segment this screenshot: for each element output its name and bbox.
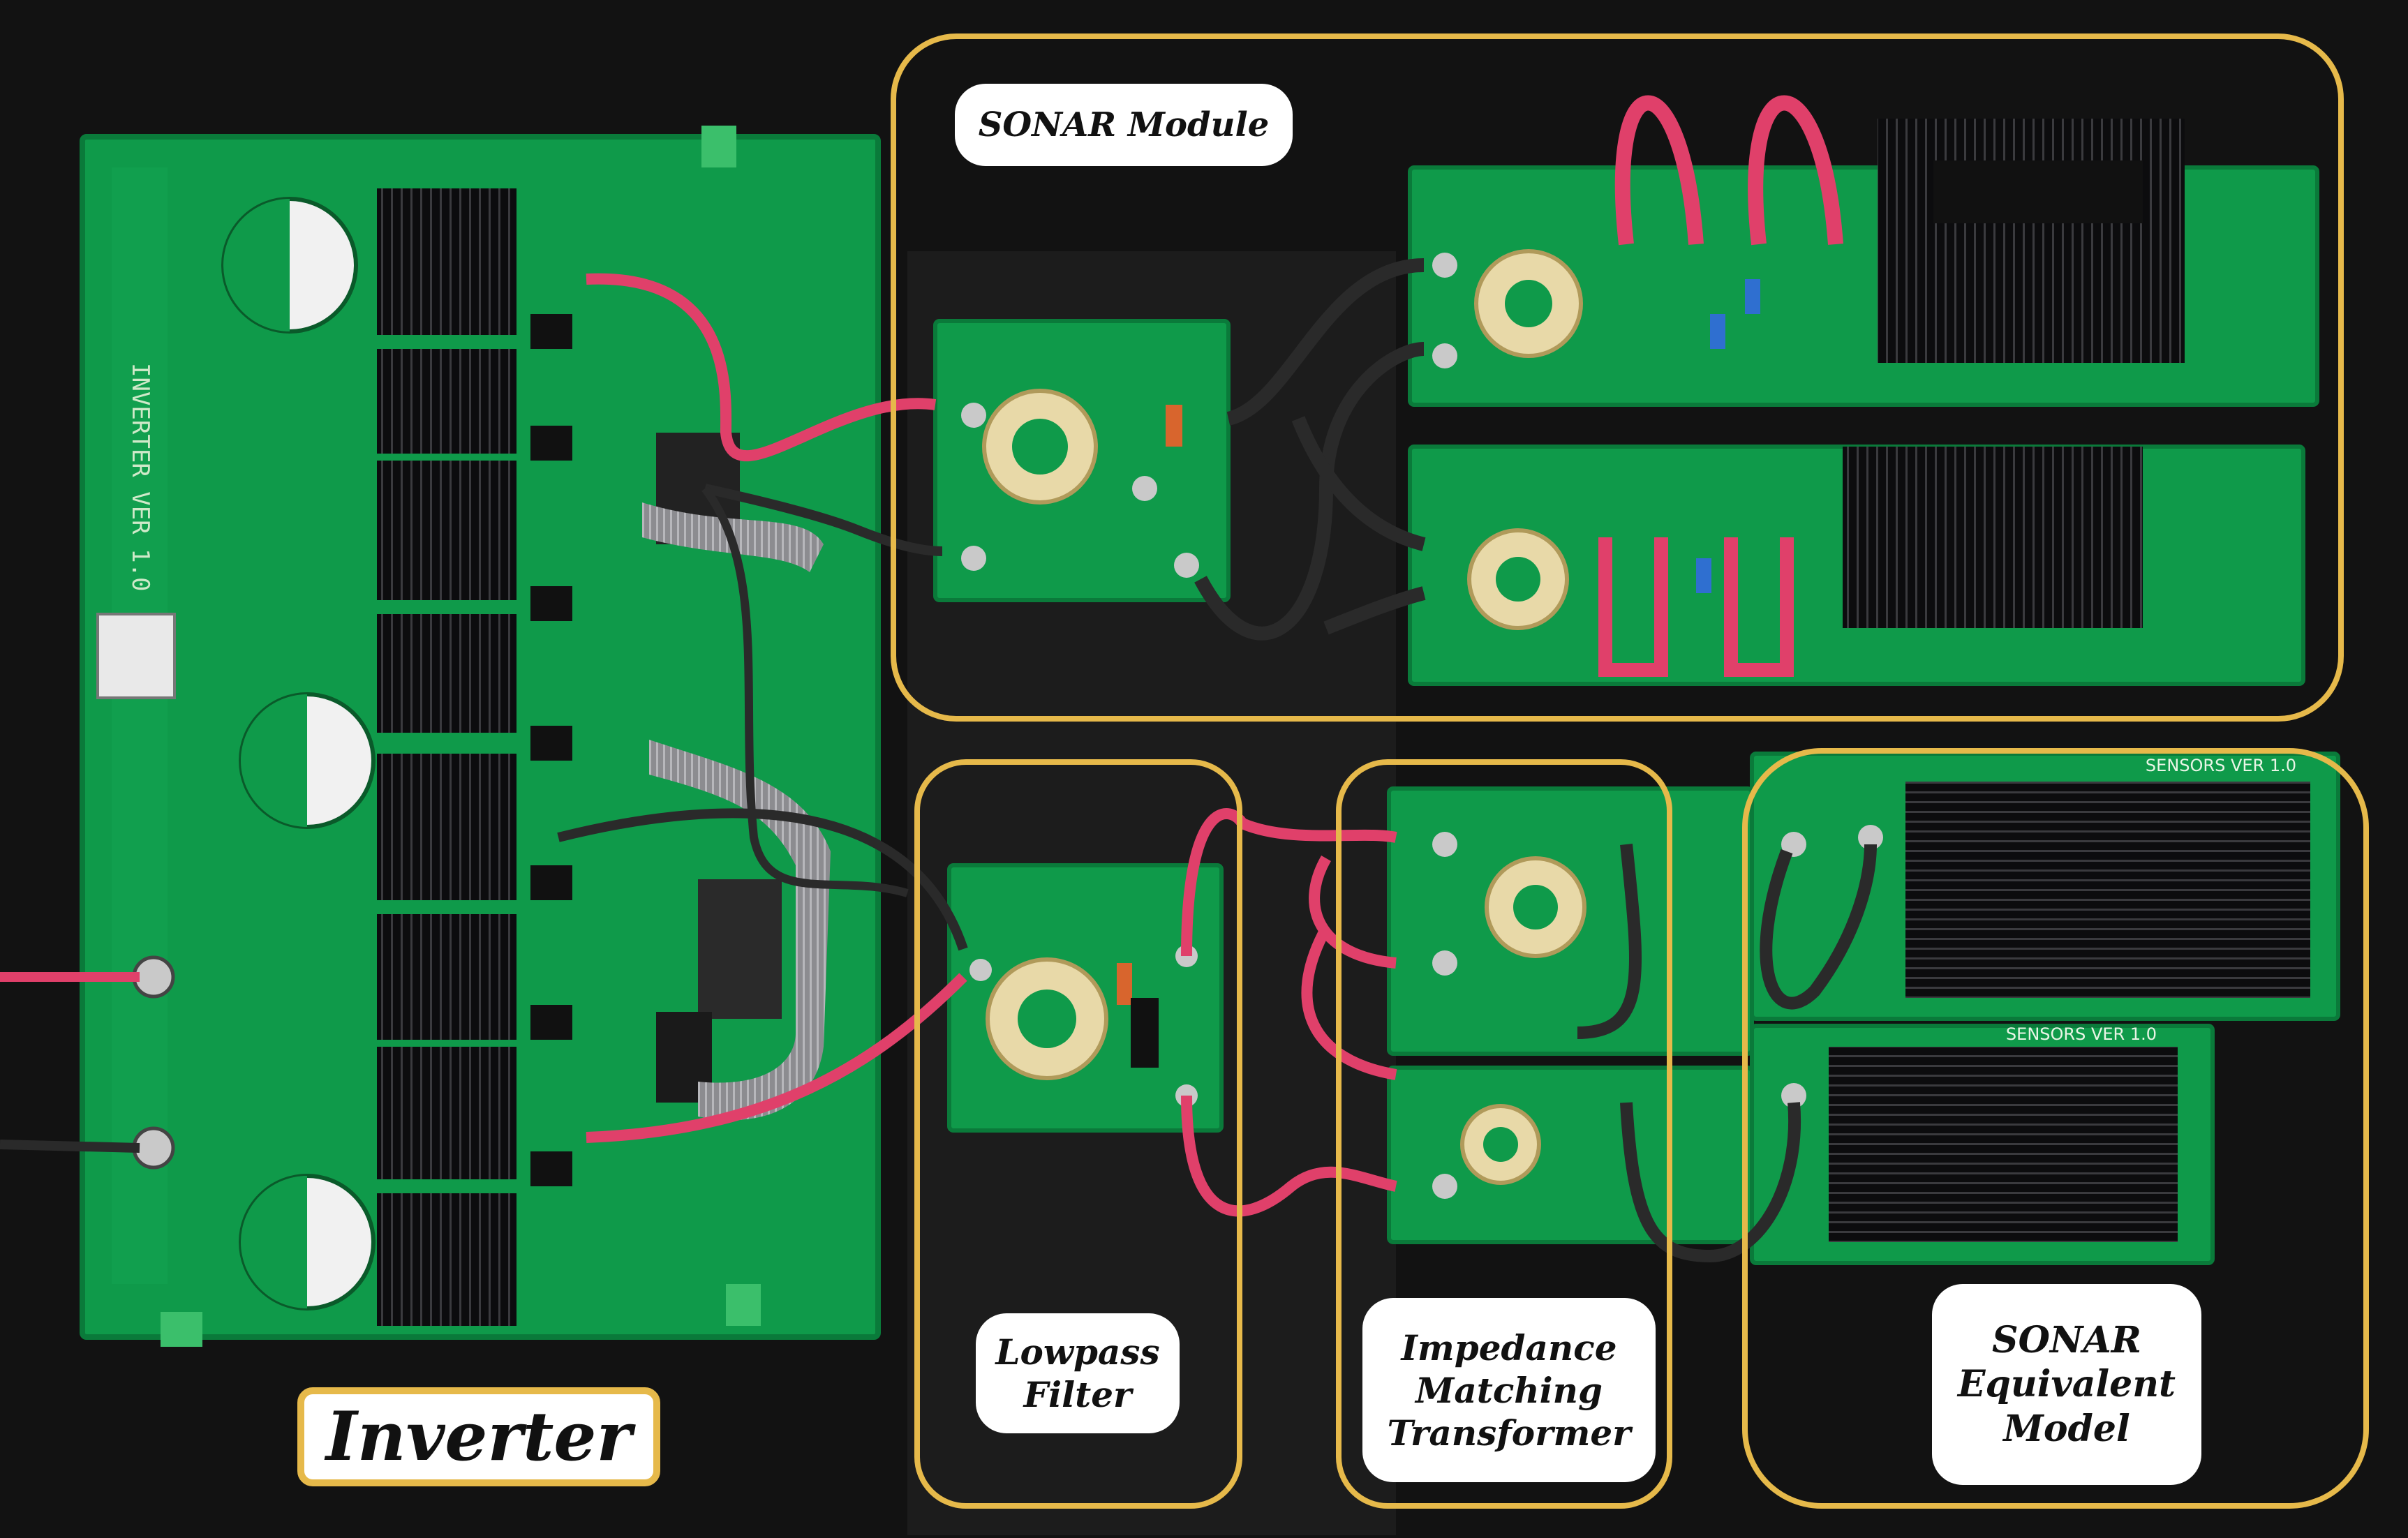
sonar-module-label: SONAR Module [955, 84, 1293, 166]
sonar-upper-board [1408, 95, 2319, 407]
sonar-lower-board [1408, 445, 2305, 686]
sonar-equivalent-boards: SENSORS VER 1.0 SENSORS VER 1.0 [1750, 752, 2340, 1265]
transformer-boards [1387, 786, 1754, 1244]
sonar-equivalent-box [1742, 748, 2369, 1509]
svg-text:SENSORS VER 1.0: SENSORS VER 1.0 [2146, 756, 2296, 775]
lowpass-filter-board [947, 863, 1224, 1133]
inverter-board: INVERTER VER 1.0 [80, 126, 881, 1347]
lowpass-filter-label: Lowpass Filter [976, 1313, 1180, 1433]
impedance-transformer-label: Impedance Matching Transformer [1362, 1298, 1656, 1482]
sonar-equivalent-label: SONAR Equivalent Model [1932, 1284, 2201, 1485]
inverter-label: Inverter [297, 1387, 660, 1486]
svg-text:INVERTER VER 1.0: INVERTER VER 1.0 [126, 363, 154, 592]
impedance-transformer-box [1336, 759, 1672, 1509]
lowpass-filter-box [914, 759, 1242, 1509]
sonar-module-box [891, 33, 2344, 722]
sonar-lc-filter-board [933, 319, 1231, 602]
svg-text:SENSORS VER 1.0: SENSORS VER 1.0 [2006, 1024, 2157, 1044]
